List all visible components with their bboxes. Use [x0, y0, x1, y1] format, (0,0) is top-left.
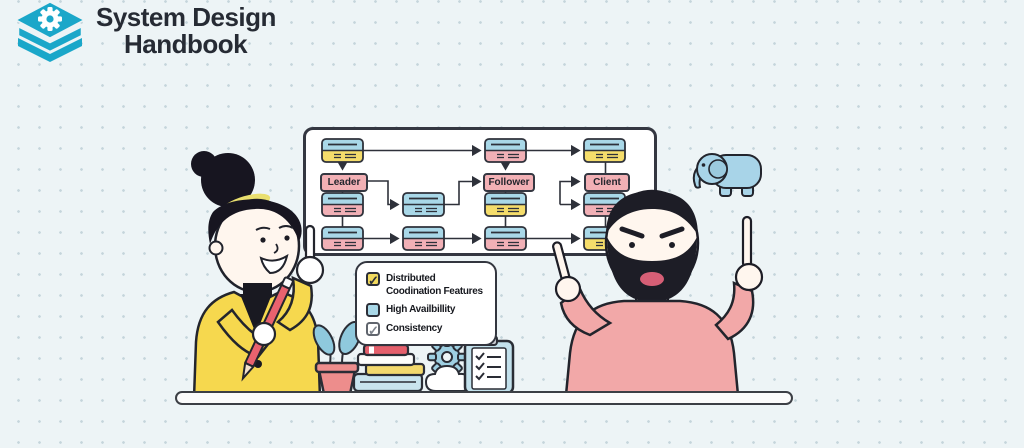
man-presenter — [552, 189, 764, 395]
checklist-item-label: High Availbillity — [386, 304, 456, 315]
checklist-item-label: Consistency — [386, 323, 443, 334]
client-label: Client — [584, 173, 630, 192]
elephant-icon — [692, 153, 762, 197]
checklist-item: ✓ Consistency — [366, 322, 487, 338]
check-icon: ✓ — [366, 272, 380, 288]
checklist-item-label: Distributed Coodination Features — [386, 273, 483, 297]
checklist-item: High Availbillity — [366, 303, 487, 317]
server-node — [484, 138, 527, 163]
server-node — [583, 138, 626, 163]
checklist-item: ✓ Distributed Coodination Features — [366, 272, 487, 298]
book-stack — [352, 343, 426, 393]
brand-line2: Handbook — [124, 29, 248, 59]
brand-logo: System Design Handbook — [10, 0, 276, 62]
woman-presenter — [191, 151, 325, 398]
brand-line1: System Design — [96, 2, 276, 32]
server-node — [484, 192, 527, 217]
check-icon: ✓ — [366, 322, 380, 338]
server-node — [402, 192, 445, 217]
server-node — [484, 226, 527, 251]
stacked-books-gear-icon — [14, 1, 86, 62]
feature-checklist: ✓ Distributed Coodination Features High … — [355, 261, 497, 346]
desk — [175, 391, 793, 405]
brand-title: System Design Handbook — [96, 4, 276, 58]
leader-label: Leader — [320, 173, 368, 192]
empty-checkbox-icon — [366, 303, 380, 317]
server-node — [402, 226, 445, 251]
replication-diagram — [321, 138, 626, 251]
follower-label: Follower — [483, 173, 535, 192]
